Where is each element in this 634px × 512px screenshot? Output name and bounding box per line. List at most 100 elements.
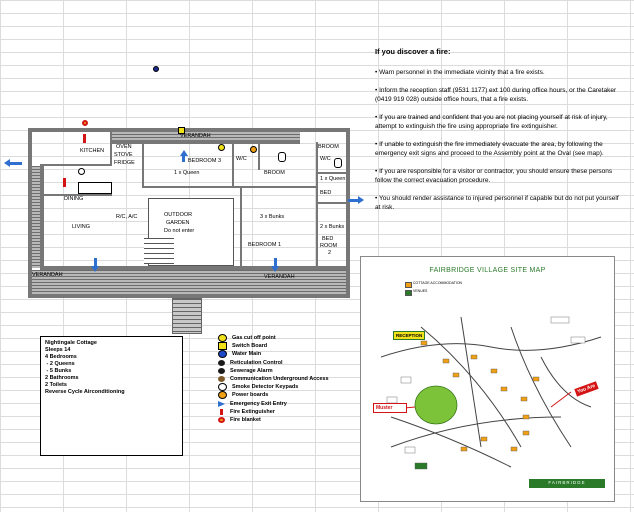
water-main-icon	[218, 350, 227, 359]
site-map-title: FAIRBRIDGE VILLAGE SITE MAP	[429, 267, 546, 274]
cottage-info-box: Nightingale Cottage Sleeps 14 4 Bedrooms…	[40, 336, 183, 456]
fire-blanket-icon	[82, 120, 88, 126]
label-rc-ac: R/C, A/C	[116, 214, 138, 220]
gas-cut-off-icon	[218, 334, 227, 343]
label-queen2: 1 x Queen	[320, 176, 346, 182]
verandah-deck-top	[110, 131, 300, 140]
map-roads	[380, 316, 602, 468]
site-map: FAIRBRIDGE VILLAGE SITE MAP COTTAGE ACCO…	[360, 256, 615, 502]
map-legend-cottage-swatch	[405, 282, 412, 288]
wall-kitchen-right	[110, 132, 112, 164]
label-outdoor: OUTDOOR	[164, 212, 193, 218]
map-brand: FAIRBRIDGE	[548, 480, 586, 485]
map-legend-cottage: COTTAGE ACCOMMODATION	[413, 281, 463, 285]
exit-arrow-stem	[182, 156, 185, 162]
label-verandah-top: VERANDAH	[180, 133, 211, 139]
wall-living-top	[40, 194, 112, 196]
label-stove: STOVE	[114, 152, 133, 158]
wall-bedroom1-left	[240, 188, 242, 268]
map-buildings	[386, 316, 586, 470]
label-bedroom3: BEDROOM 3	[188, 158, 222, 164]
legend-label: Switch Board	[232, 343, 268, 350]
legend-item: Switch Board	[218, 342, 329, 351]
oval-assembly-point	[414, 385, 458, 425]
communication-access-icon	[218, 376, 225, 383]
legend-label: Fire blanket	[230, 416, 261, 423]
cottage-name: Nightingale Cottage	[45, 340, 97, 346]
label-living: LIVING	[72, 224, 91, 230]
wall-house-bottom	[40, 266, 346, 270]
legend-item: Water Main	[218, 350, 329, 359]
legend-label: Communication Underground Access	[230, 375, 329, 382]
switch-board-icon	[218, 342, 227, 351]
front-steps	[172, 298, 202, 334]
label-bunks3: 3 x Bunks	[260, 214, 285, 220]
fire-extinguisher-icon	[63, 178, 66, 187]
emergency-exit-arrow-icon	[10, 162, 22, 165]
label-bedroom2-b: ROOM	[320, 243, 338, 249]
you-are-here-pointer	[550, 391, 572, 408]
wall-oven-right	[142, 142, 144, 188]
legend-item: Communication Underground Access	[218, 375, 329, 383]
legend-item: Reticulation Control	[218, 359, 329, 367]
wall-verandah-inner	[110, 140, 300, 144]
label-wc2: W/C	[320, 156, 331, 162]
fire-step: • If unable to extinguish the fire immed…	[375, 141, 604, 157]
fire-heading: If you discover a fire:	[375, 47, 451, 56]
label-wc1: W/C	[236, 156, 247, 162]
exit-arrow-stem	[94, 258, 97, 266]
label-bunks2: 2 x Bunks	[320, 224, 345, 230]
legend-item: Fire Extinguisher	[218, 408, 329, 416]
cottage-info-line: 4 Bedrooms	[45, 354, 77, 360]
wall-bedroom3-bottom	[142, 186, 234, 188]
legend-label: Smoke Detector Keypads	[232, 384, 299, 391]
switch-board-icon	[178, 127, 185, 134]
legend-item: Smoke Detector Keypads	[218, 383, 329, 392]
cottage-info-line: - 5 Bunks	[45, 368, 72, 374]
cottage-info-line: - 2 Queens	[45, 361, 75, 367]
label-oven: OVEN	[116, 144, 132, 150]
appliance-box	[78, 182, 112, 194]
outer-wall-left	[28, 128, 32, 298]
legend-label: Reticulation Control	[230, 359, 283, 366]
cottage-info-line: Sleeps 14	[45, 347, 71, 353]
wall-bedroom3-right	[232, 142, 234, 188]
label-dining: DINING	[64, 196, 84, 202]
toilet-icon	[278, 152, 286, 162]
emergency-exit-arrow-icon	[348, 199, 358, 202]
garden-steps	[144, 238, 174, 264]
label-fridge: FRIDGE	[114, 160, 135, 166]
verandah-deck-left	[30, 166, 40, 268]
outer-wall-bottom	[28, 294, 350, 298]
emergency-exit-arrow-icon	[271, 266, 279, 272]
outer-wall-right	[346, 128, 350, 298]
gas-cut-off-icon	[218, 144, 225, 151]
emergency-exit-arrow-icon	[180, 150, 188, 156]
map-legend-other-swatch	[405, 290, 412, 296]
legend-item: Emergency Exit Entry	[218, 400, 329, 408]
fire-extinguisher-icon	[220, 408, 223, 415]
cottage-info-line: Reverse Cycle Airconditioning	[45, 389, 125, 395]
wall-right-block	[316, 142, 318, 268]
muster-label: Muster	[373, 403, 407, 413]
label-bed-right: BED	[320, 190, 332, 196]
emergency-exit-arrow-icon	[358, 196, 364, 204]
legend: Gas cut off point Switch Board Water Mai…	[218, 334, 329, 424]
floor-plan: KITCHEN OVEN STOVE FRIDGE VERANDAH BEDRO…	[4, 120, 364, 298]
legend-item: Power boards	[218, 391, 329, 400]
wall-bed-mid	[316, 202, 346, 204]
emergency-exit-arrow-icon	[91, 266, 99, 272]
wall-house-top-left	[40, 164, 112, 166]
label-broom-mid: BROOM	[264, 170, 285, 176]
verandah-deck-bottom	[30, 270, 348, 296]
label-broom-top: BROOM	[318, 144, 339, 150]
marker-dot	[153, 66, 159, 72]
legend-label: Sewerage Alarm	[230, 367, 273, 374]
label-bedroom1: BEDROOM 1	[248, 242, 282, 248]
fire-step: • Warn personnel in the immediate vicini…	[375, 69, 545, 76]
legend-label: Water Main	[232, 351, 262, 358]
map-legend-other: VENUES	[413, 289, 428, 293]
wall-wc2-bottom	[316, 172, 346, 174]
label-garden: GARDEN	[166, 220, 190, 226]
legend-label: Power boards	[232, 392, 269, 399]
